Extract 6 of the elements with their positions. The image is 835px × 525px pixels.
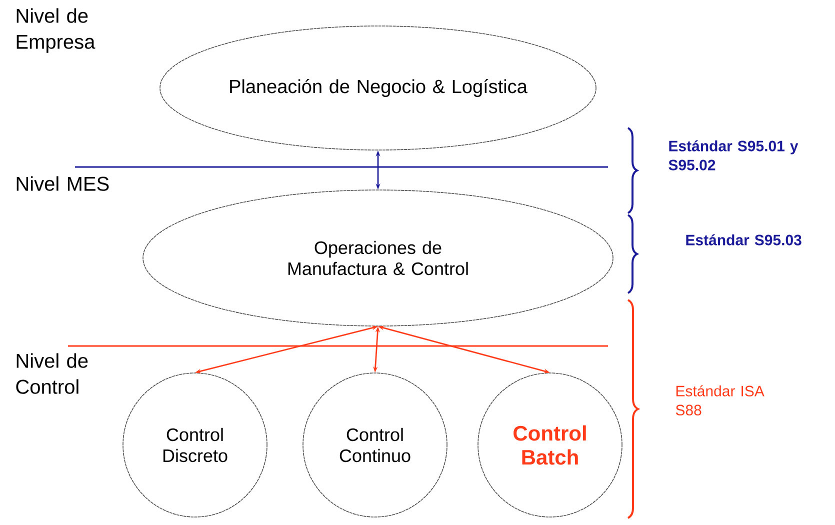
level-label: Estándar S95.01 y S95.02 bbox=[668, 140, 798, 170]
level-label: Estándar S95.03 bbox=[686, 234, 802, 246]
level-label: Nivel MES bbox=[16, 176, 109, 191]
level-label: Nivel de Control bbox=[16, 353, 88, 394]
level-label: Estándar ISA S88 bbox=[676, 385, 764, 416]
level-label: Nivel de Empresa bbox=[16, 8, 96, 53]
